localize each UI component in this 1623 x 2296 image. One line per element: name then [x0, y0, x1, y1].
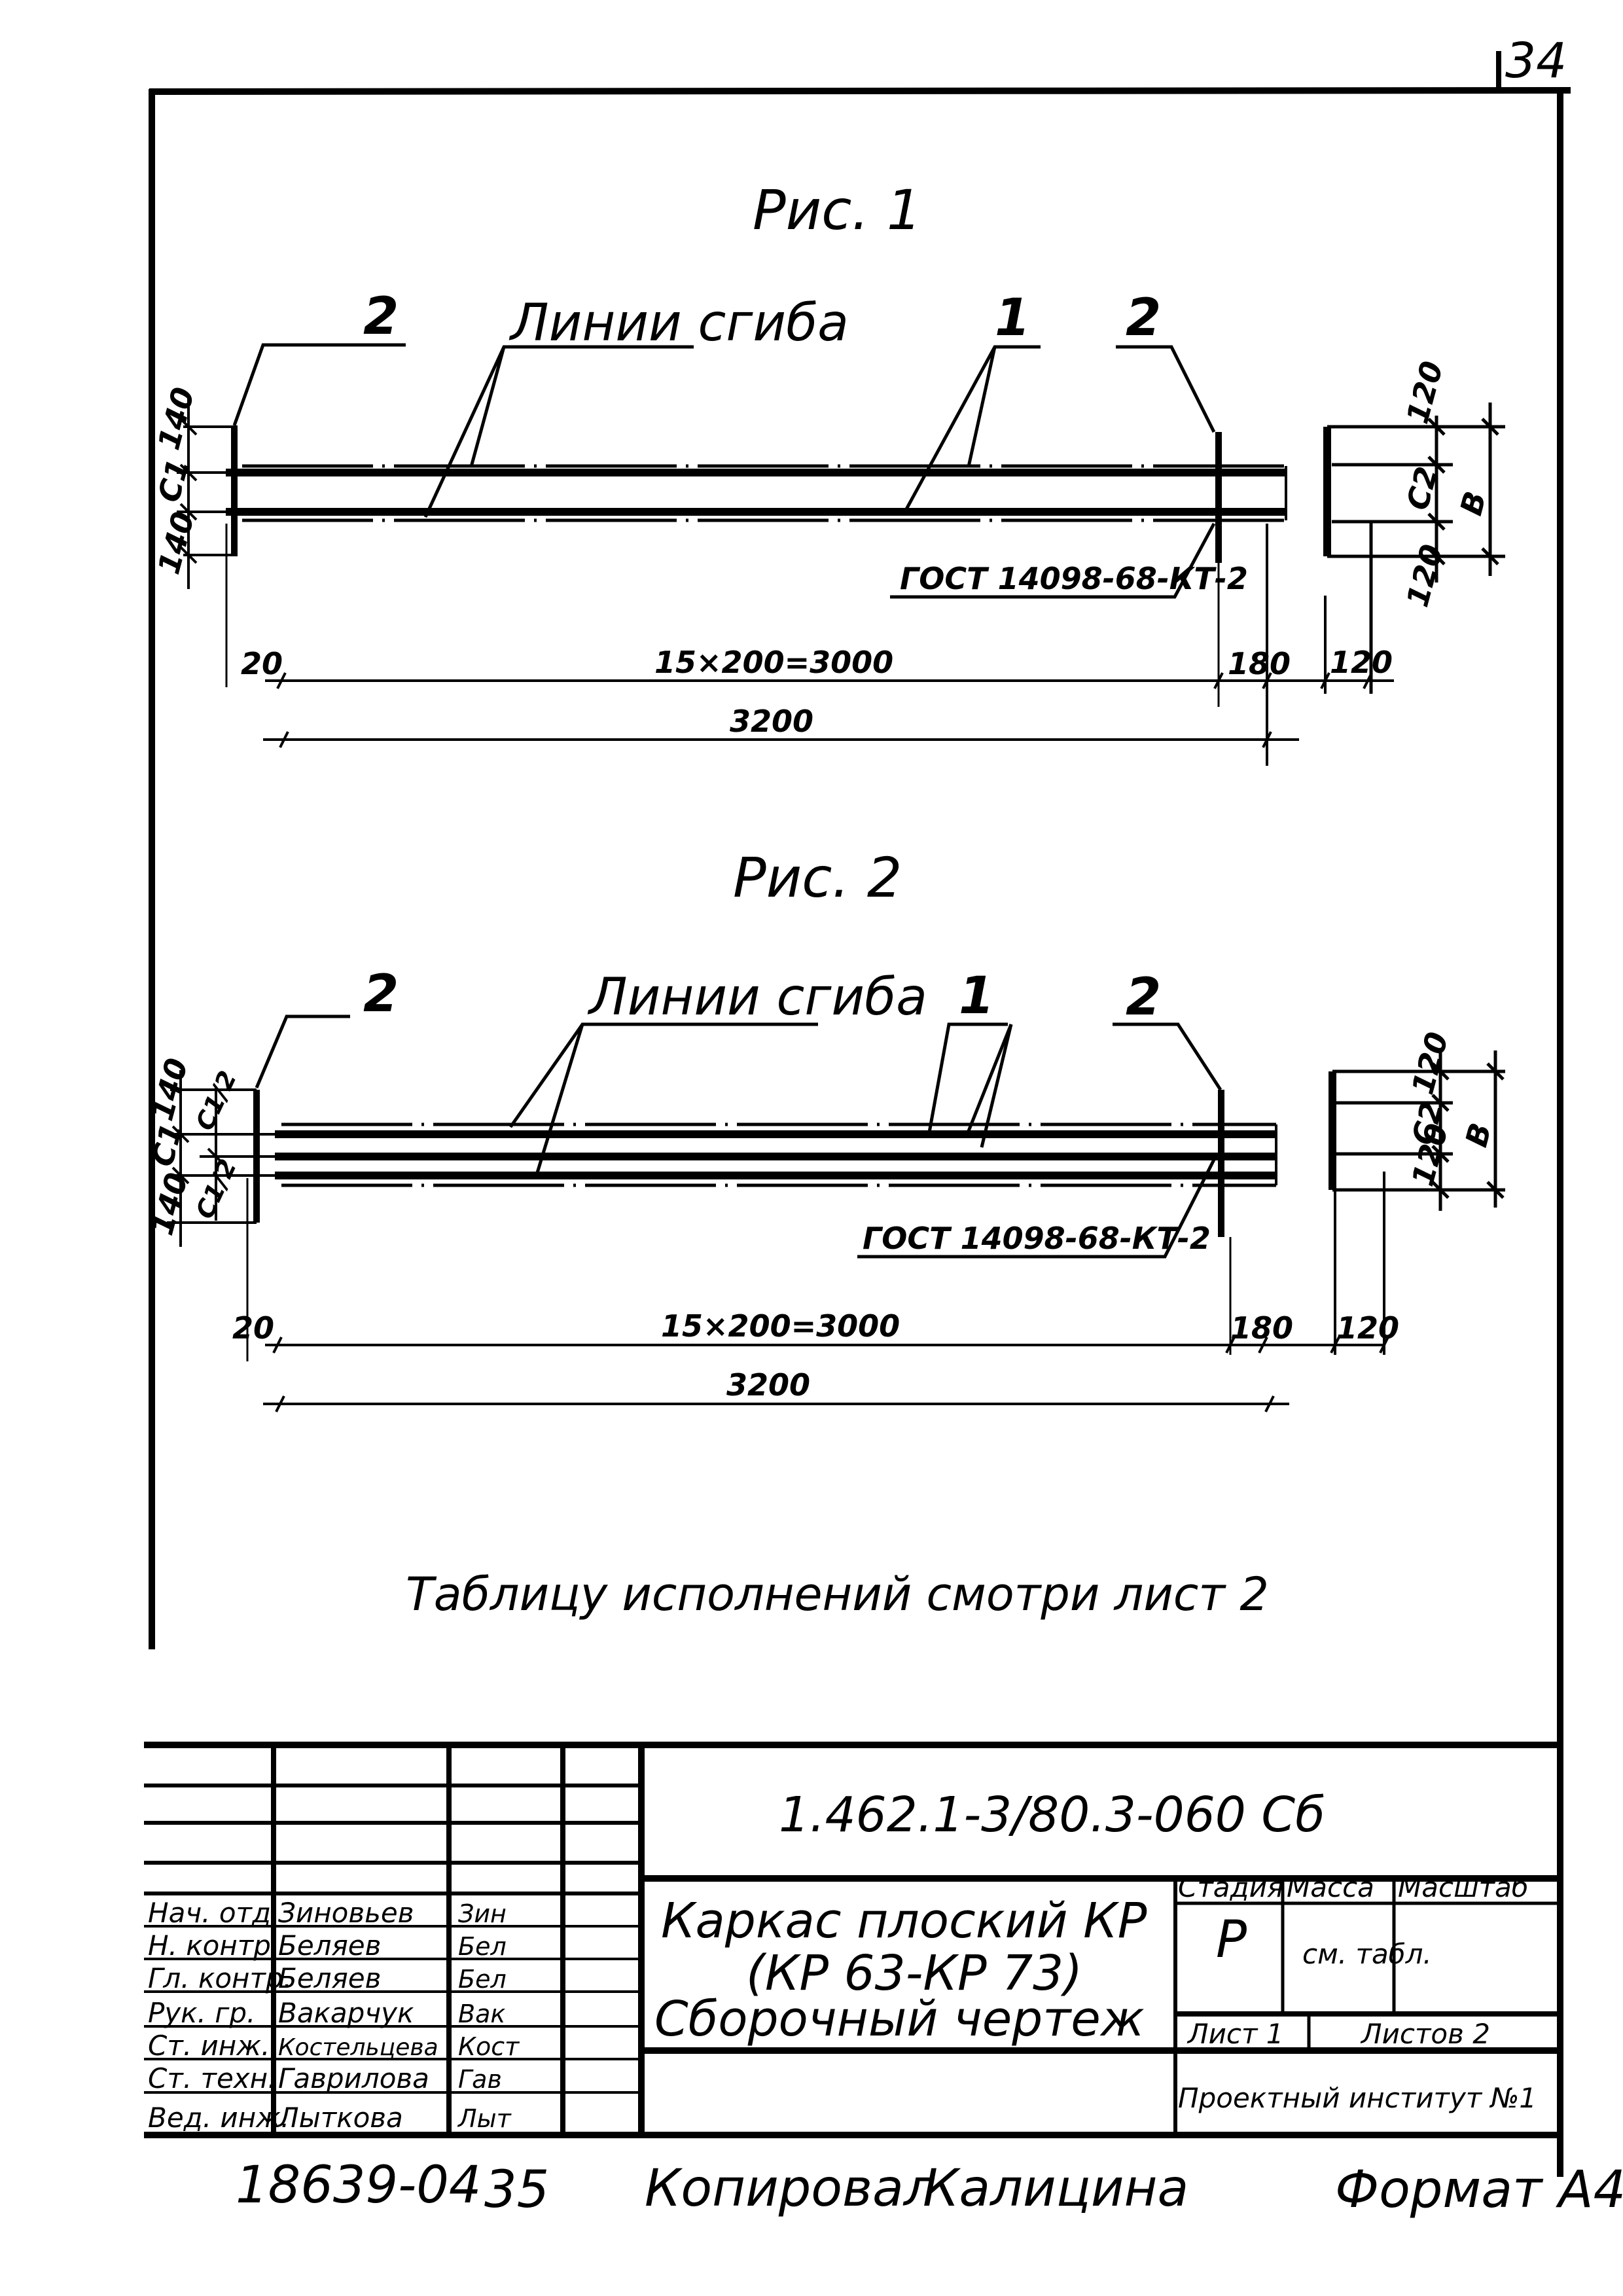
- sig-signature: Кост: [458, 2032, 520, 2061]
- sig-role: Гл. контр.: [148, 1962, 292, 1994]
- fig2-weld-note: ГОСТ 14098-68-КТ-2: [863, 1221, 1211, 1256]
- fig1-section-width: B: [1453, 488, 1493, 519]
- fig2-section-width: B: [1458, 1119, 1498, 1151]
- fig2-dim-end: 180: [1230, 1310, 1293, 1346]
- fig1-section-bottom: 120: [1399, 541, 1450, 611]
- sig-signature: Бел: [458, 1932, 507, 1961]
- sig-role: Вед. инж.: [148, 2102, 289, 2134]
- sig-name: Гаврилова: [278, 2062, 429, 2094]
- format-label: Формат А4: [1335, 2161, 1623, 2219]
- title-block: 1.462.1-3/80.3-060 Сб Каркас плоский КР …: [144, 1742, 1560, 2138]
- fig2-callout-right: 2: [1126, 968, 1161, 1027]
- sig-role: Ст. инж.: [148, 2030, 270, 2062]
- signature-row: Нач. отд. Зиновьев Зин: [148, 1897, 507, 1929]
- title-line-3: Сборочный чертеж: [654, 1991, 1145, 2047]
- sig-signature: Вак: [458, 2000, 505, 2028]
- sig-name: Лыткова: [277, 2102, 403, 2134]
- fig2-callout-left: 2: [363, 965, 399, 1024]
- execution-table-note: Таблицу исполнений смотри лист 2: [406, 1568, 1269, 1621]
- sig-role: Н. контр.: [148, 1929, 279, 1962]
- fig1-dim-end: 180: [1228, 646, 1291, 681]
- signature-row: Ст. техн. Гаврилова Гав: [148, 2062, 502, 2094]
- fig1-weld-note: ГОСТ 14098-68-КТ-2: [900, 561, 1248, 596]
- figure-2-title: Рис. 2: [733, 846, 902, 910]
- sig-signature: Гав: [458, 2065, 502, 2094]
- sig-signature: Бел: [458, 1965, 507, 1994]
- sig-role: Рук. гр.: [148, 1997, 255, 2029]
- sig-name: Зиновьев: [278, 1897, 414, 1929]
- figure-1-title: Рис. 1: [753, 178, 921, 242]
- fig1-section-thickness: 120: [1330, 645, 1393, 680]
- signature-row: Рук. гр. Вакарчук Вак: [148, 1997, 505, 2029]
- copied-by-name: Калицина: [923, 2159, 1188, 2218]
- sig-name: Костельцева: [278, 2034, 438, 2061]
- fig2-section-top: 120: [1404, 1028, 1455, 1098]
- fig2-callout-bar: 1: [959, 967, 994, 1026]
- copied-by-label: Копировал: [645, 2159, 936, 2218]
- figure-2: Рис. 2 2 Линии сгиба 1 2: [144, 846, 1505, 1412]
- fig1-callout-bend: Линии сгиба: [508, 294, 849, 353]
- fig1-dim-left-top: 140: [151, 384, 201, 454]
- sheet-count: Листов 2: [1360, 2018, 1490, 2050]
- header-scale: Масштаб: [1398, 1871, 1529, 1903]
- sheet-frame: [149, 51, 1571, 2177]
- archive-page: 35: [484, 2161, 549, 2219]
- sig-role: Нач. отд.: [148, 1897, 279, 1929]
- sig-signature: Зин: [458, 1899, 507, 1928]
- sig-name: Беляев: [278, 1929, 381, 1962]
- sig-signature: Лыт: [457, 2104, 512, 2133]
- sig-name: Вакарчук: [278, 1997, 414, 2029]
- fig1-callout-right: 2: [1126, 289, 1161, 348]
- archive-number: 18639-04: [236, 2156, 482, 2215]
- signature-row: Ст. инж. Костельцева Кост: [148, 2030, 520, 2062]
- fig1-callout-left: 2: [363, 287, 399, 346]
- fig1-dim-left-bottom: 140: [151, 508, 201, 578]
- title-line-2: (КР 63-КР 73): [746, 1945, 1082, 2001]
- organization: Проектный институт №1: [1178, 2082, 1537, 2114]
- title-line-1: Каркас плоский КР: [661, 1893, 1147, 1949]
- fig1-dim-start: 20: [241, 646, 283, 681]
- fig2-dim-start: 20: [232, 1310, 274, 1346]
- sig-role: Ст. техн.: [148, 2062, 276, 2094]
- sheet-number: Лист 1: [1186, 2018, 1284, 2050]
- fig1-callout-bar: 1: [995, 289, 1030, 348]
- document-code: 1.462.1-3/80.3-060 Сб: [779, 1787, 1325, 1843]
- signature-row: Н. контр. Беляев Бел: [148, 1929, 507, 1962]
- signature-row: Вед. инж. Лыткова Лыт: [148, 2102, 512, 2134]
- fig1-section-top: 120: [1399, 357, 1450, 427]
- fig2-dim-inner-top: C1/2: [190, 1066, 242, 1134]
- fig2-dim-inner-bottom: C1/2: [190, 1155, 242, 1223]
- fig2-section-thickness: 120: [1336, 1310, 1399, 1346]
- page-number: 34: [1505, 33, 1567, 89]
- header-mass: Масса: [1287, 1871, 1374, 1903]
- fig2-callout-bend: Линии сгиба: [587, 968, 927, 1027]
- fig2-dim-spacing: 15×200=3000: [661, 1308, 900, 1344]
- mass-value: см. табл.: [1302, 1938, 1432, 1970]
- stage-value: Р: [1216, 1910, 1247, 1969]
- header-stage: Стадия: [1178, 1871, 1283, 1903]
- fig1-dim-total: 3200: [730, 704, 813, 739]
- fig2-dim-total: 3200: [726, 1367, 810, 1403]
- fig1-dim-spacing: 15×200=3000: [654, 645, 893, 680]
- sig-name: Беляев: [278, 1962, 381, 1994]
- signature-row: Гл. контр. Беляев Бел: [148, 1962, 507, 1994]
- figure-1: Рис. 1 2 Линии сгиба 1 2: [151, 178, 1505, 766]
